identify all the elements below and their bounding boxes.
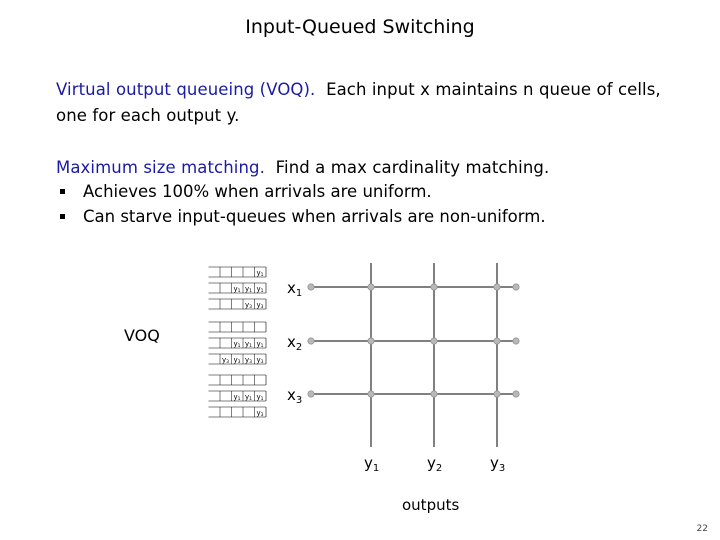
input-port-node-1 xyxy=(307,283,315,291)
output-label-1: y1 xyxy=(364,454,379,474)
input-port-node-3 xyxy=(307,390,315,398)
output-label-3: y3 xyxy=(490,454,505,474)
queue-cell-subscript: 1 xyxy=(238,343,241,349)
queue-cell-subscript: 1 xyxy=(238,396,241,402)
queue-cell-subscript: 3 xyxy=(238,359,241,365)
queue-cell-2-3-1: y3 xyxy=(257,356,264,365)
input-label-2: x2 xyxy=(287,333,302,353)
crosspoint-node-1-1 xyxy=(367,283,375,291)
crosspoint-node-1-3 xyxy=(493,283,501,291)
queue-cell-subscript: 1 xyxy=(261,288,264,294)
crosspoint-node-2-3 xyxy=(493,337,501,345)
input-port-node-2 xyxy=(307,337,315,345)
queue-cell-subscript: 1 xyxy=(249,343,252,349)
output-label-2: y2 xyxy=(427,454,442,474)
queue-cell-subscript: 1 xyxy=(261,343,264,349)
queue-cell-1-3-1: y3 xyxy=(257,301,264,310)
queue-cell-subscript: 1 xyxy=(261,272,264,278)
input-label-3: x3 xyxy=(287,386,302,406)
queue-cell-subscript: 3 xyxy=(261,304,264,310)
queue-cell-3-3-1: y3 xyxy=(257,409,264,418)
queue-cell-1-2-1: y1 xyxy=(257,285,264,294)
queue-cell-subscript: 1 xyxy=(261,396,264,402)
queue-cell-3-2-1: y1 xyxy=(257,393,264,402)
input-end-node-2 xyxy=(512,337,520,345)
queue-cell-subscript: 3 xyxy=(249,359,252,365)
bullet-item-1: Achieves 100% when arrivals are uniform. xyxy=(56,182,432,201)
crosspoint-node-1-2 xyxy=(430,283,438,291)
crosspoint-node-3-3 xyxy=(493,390,501,398)
crosspoint-node-2-1 xyxy=(367,337,375,345)
input-label-subscript: 2 xyxy=(296,342,302,353)
bullet-icon xyxy=(60,188,65,194)
queue-cell-subscript: 1 xyxy=(249,288,252,294)
queue-cell-2-3-2: y3 xyxy=(245,356,252,365)
input-label-subscript: 3 xyxy=(296,395,302,406)
queue-cell-subscript: 3 xyxy=(261,412,264,418)
bullet-item-2: Can starve input-queues when arrivals ar… xyxy=(56,207,546,226)
queue-cell-2-2-1: y1 xyxy=(257,340,264,349)
queue-cell-2-3-3: y3 xyxy=(234,356,241,365)
voq-text-2: one for each output y. xyxy=(56,106,240,125)
voq-text-1: Each input x maintains n queue of cells, xyxy=(315,80,661,99)
bullet-text-1: Achieves 100% when arrivals are uniform. xyxy=(83,182,432,201)
queue-cell-2-2-2: y1 xyxy=(245,340,252,349)
page-number: 22 xyxy=(696,524,708,534)
queue-cell-2-3-4: y3 xyxy=(222,356,229,365)
queue-cell-1-2-3: y1 xyxy=(234,285,241,294)
bullet-text-2: Can starve input-queues when arrivals ar… xyxy=(83,207,546,226)
bullet-icon xyxy=(60,213,65,219)
msm-text: Find a max cardinality matching. xyxy=(264,158,550,177)
queue-cell-subscript: 3 xyxy=(226,359,229,365)
crosspoint-node-2-2 xyxy=(430,337,438,345)
slide-title: Input-Queued Switching xyxy=(245,16,475,38)
queue-cell-3-2-2: y1 xyxy=(245,393,252,402)
queue-cell-subscript: 3 xyxy=(261,359,264,365)
outputs-label: outputs xyxy=(402,496,460,514)
queue-cell-2-2-3: y1 xyxy=(234,340,241,349)
voq-lead: Virtual output queueing (VOQ). xyxy=(56,80,316,99)
queue-cell-1-3-2: y3 xyxy=(245,301,252,310)
voq-label: VOQ xyxy=(124,326,160,345)
input-label-subscript: 1 xyxy=(296,288,302,299)
queue-cell-3-2-3: y1 xyxy=(234,393,241,402)
queue-cell-subscript: 1 xyxy=(249,396,252,402)
queue-cell-1-1-1: y1 xyxy=(257,269,264,278)
input-label-1: x1 xyxy=(287,279,302,299)
crosspoint-node-3-1 xyxy=(367,390,375,398)
output-label-subscript: 3 xyxy=(499,463,505,474)
queue-cell-subscript: 1 xyxy=(238,288,241,294)
queue-cell-subscript: 3 xyxy=(249,304,252,310)
output-label-subscript: 2 xyxy=(436,463,442,474)
input-end-node-1 xyxy=(512,283,520,291)
msm-paragraph: Maximum size matching. Find a max cardin… xyxy=(56,155,549,181)
queue-cell-1-2-2: y1 xyxy=(245,285,252,294)
input-end-node-3 xyxy=(512,390,520,398)
voq-paragraph: Virtual output queueing (VOQ). Each inpu… xyxy=(56,77,661,129)
msm-lead: Maximum size matching. xyxy=(56,158,265,177)
crosspoint-node-3-2 xyxy=(430,390,438,398)
output-label-subscript: 1 xyxy=(373,463,379,474)
